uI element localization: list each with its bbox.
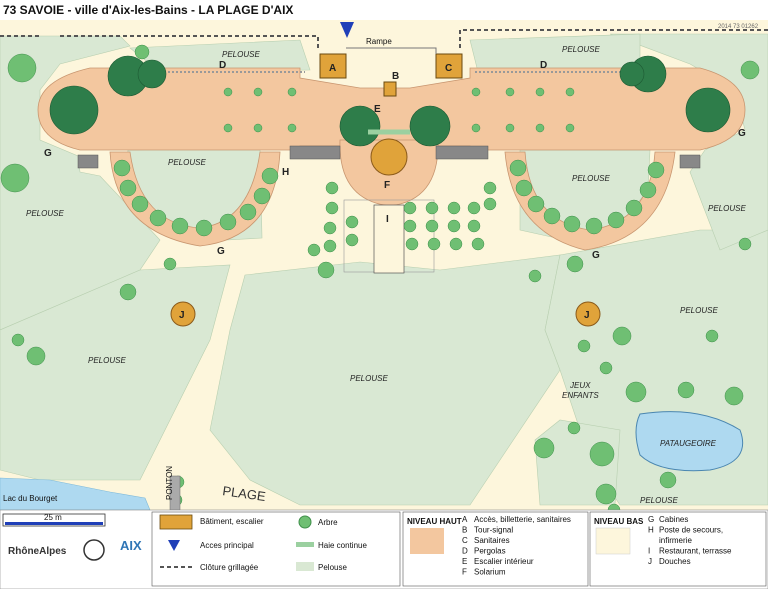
legend-item-text: infirmerie — [659, 536, 692, 545]
letter-j: J — [179, 310, 185, 321]
legend-arbre: Arbre — [318, 518, 338, 527]
hedge-icon — [296, 542, 314, 547]
legend-haie: Haie continue — [318, 541, 367, 550]
legend-key: D — [462, 547, 468, 556]
building-b — [383, 81, 397, 97]
buildings — [319, 53, 463, 97]
legend-key: C — [462, 536, 468, 545]
legend-building-swatch — [159, 514, 193, 530]
letter-i: I — [386, 214, 389, 225]
stairs — [77, 145, 701, 169]
scale-bar-fill — [5, 522, 103, 525]
pelouse-label: PELOUSE — [168, 158, 206, 167]
legend-item-text: Pergolas — [474, 547, 506, 556]
map-title: 73 SAVOIE - ville d'Aix-les-Bains - LA P… — [3, 3, 293, 17]
legend-item-text: Solarium — [474, 568, 506, 577]
legend: 25 m RhôneAlpes AIX Bâtiment, escalier A… — [0, 509, 768, 590]
showers — [170, 301, 601, 327]
rhone-logo-mark — [83, 539, 105, 561]
access-icon — [168, 540, 180, 551]
ponton-label: PONTON — [165, 466, 174, 500]
legend-item-text: Douches — [659, 557, 691, 566]
legend-key: H — [648, 526, 654, 535]
legend-item-text: Restaurant, terrasse — [659, 547, 732, 556]
aix-logo-text: AIX — [120, 538, 142, 553]
legend-key: I — [648, 547, 650, 556]
letter-d: D — [540, 60, 547, 71]
letter-g: G — [217, 246, 225, 257]
niveau-haut-title: NIVEAU HAUT — [407, 517, 462, 526]
enfants-label: ENFANTS — [562, 391, 599, 400]
letter-d: D — [219, 60, 226, 71]
building-a — [319, 53, 347, 79]
access-triangle — [340, 22, 354, 38]
letter-e: E — [374, 104, 381, 115]
pelouse-label: PELOUSE — [640, 496, 678, 505]
letter-f: F — [384, 180, 390, 191]
legend-key: G — [648, 515, 654, 524]
pelouse-label: PELOUSE — [572, 174, 610, 183]
legend-item-text: Accès, billetterie, sanitaires — [474, 515, 571, 524]
restaurant-building — [373, 204, 405, 274]
lawn-icon — [296, 562, 314, 571]
letter-b: B — [392, 71, 399, 82]
rampe-label: Rampe — [366, 37, 392, 46]
tree-icon — [298, 515, 312, 529]
rampe-line — [346, 47, 437, 54]
pelouse-label: PELOUSE — [680, 306, 718, 315]
scale-label: 25 m — [44, 513, 62, 522]
pelouse-label: PELOUSE — [26, 209, 64, 218]
pelouse-label: PELOUSE — [222, 50, 260, 59]
pelouse-label: PELOUSE — [350, 374, 388, 383]
legend-acces: Acces principal — [200, 541, 254, 550]
pelouse-label: PELOUSE — [708, 204, 746, 213]
legend-item-text: Poste de secours, — [659, 526, 723, 535]
plage-label: PLAGE — [222, 483, 267, 504]
legend-item-text: Tour-signal — [474, 526, 513, 535]
legend-item-text: Cabines — [659, 515, 688, 524]
large-trees — [49, 55, 731, 147]
lawn-top-right — [469, 33, 641, 73]
legend-cloture: Clôture grillagée — [200, 563, 259, 572]
legend-batiment: Bâtiment, escalier — [200, 517, 264, 526]
building-c — [435, 53, 463, 79]
lawn-bottom-right — [534, 419, 621, 506]
pelouse-label: PELOUSE — [88, 356, 126, 365]
legend-key: F — [462, 568, 467, 577]
lake-label: Lac du Bourget — [3, 494, 58, 503]
letter-g: G — [738, 128, 746, 139]
pelouse-label: PELOUSE — [562, 45, 600, 54]
legend-pelouse: Pelouse — [318, 563, 347, 572]
trees — [0, 44, 760, 517]
legend-item-text: Escalier intérieur — [474, 557, 534, 566]
fence — [0, 29, 768, 48]
letter-g: G — [592, 250, 600, 261]
lake — [0, 477, 151, 511]
pataugeoire-pond — [635, 411, 744, 472]
letter-j: J — [584, 310, 590, 321]
solarium-f — [370, 138, 408, 176]
rhone-logo-text: RhôneAlpes — [8, 546, 67, 557]
legend-key: A — [462, 515, 468, 524]
legend-item-text: Sanitaires — [474, 536, 510, 545]
niveau-bas-title: NIVEAU BAS — [594, 517, 644, 526]
letter-c: C — [445, 63, 452, 74]
letter-a: A — [329, 63, 336, 74]
header-band — [0, 0, 768, 20]
niveau-haut-swatch — [410, 528, 444, 554]
legend-key: B — [462, 526, 467, 535]
letter-g: G — [44, 148, 52, 159]
niveau-bas-swatch — [595, 527, 631, 555]
map-code: 2014 73 01262 — [718, 24, 759, 30]
jeux-label: JEUX — [569, 381, 591, 390]
pataugeoire-label: PATAUGEOIRE — [660, 439, 717, 448]
legend-key: J — [648, 557, 652, 566]
legend-key: E — [462, 557, 467, 566]
letter-h: H — [282, 167, 289, 178]
lawn-central — [209, 254, 561, 506]
